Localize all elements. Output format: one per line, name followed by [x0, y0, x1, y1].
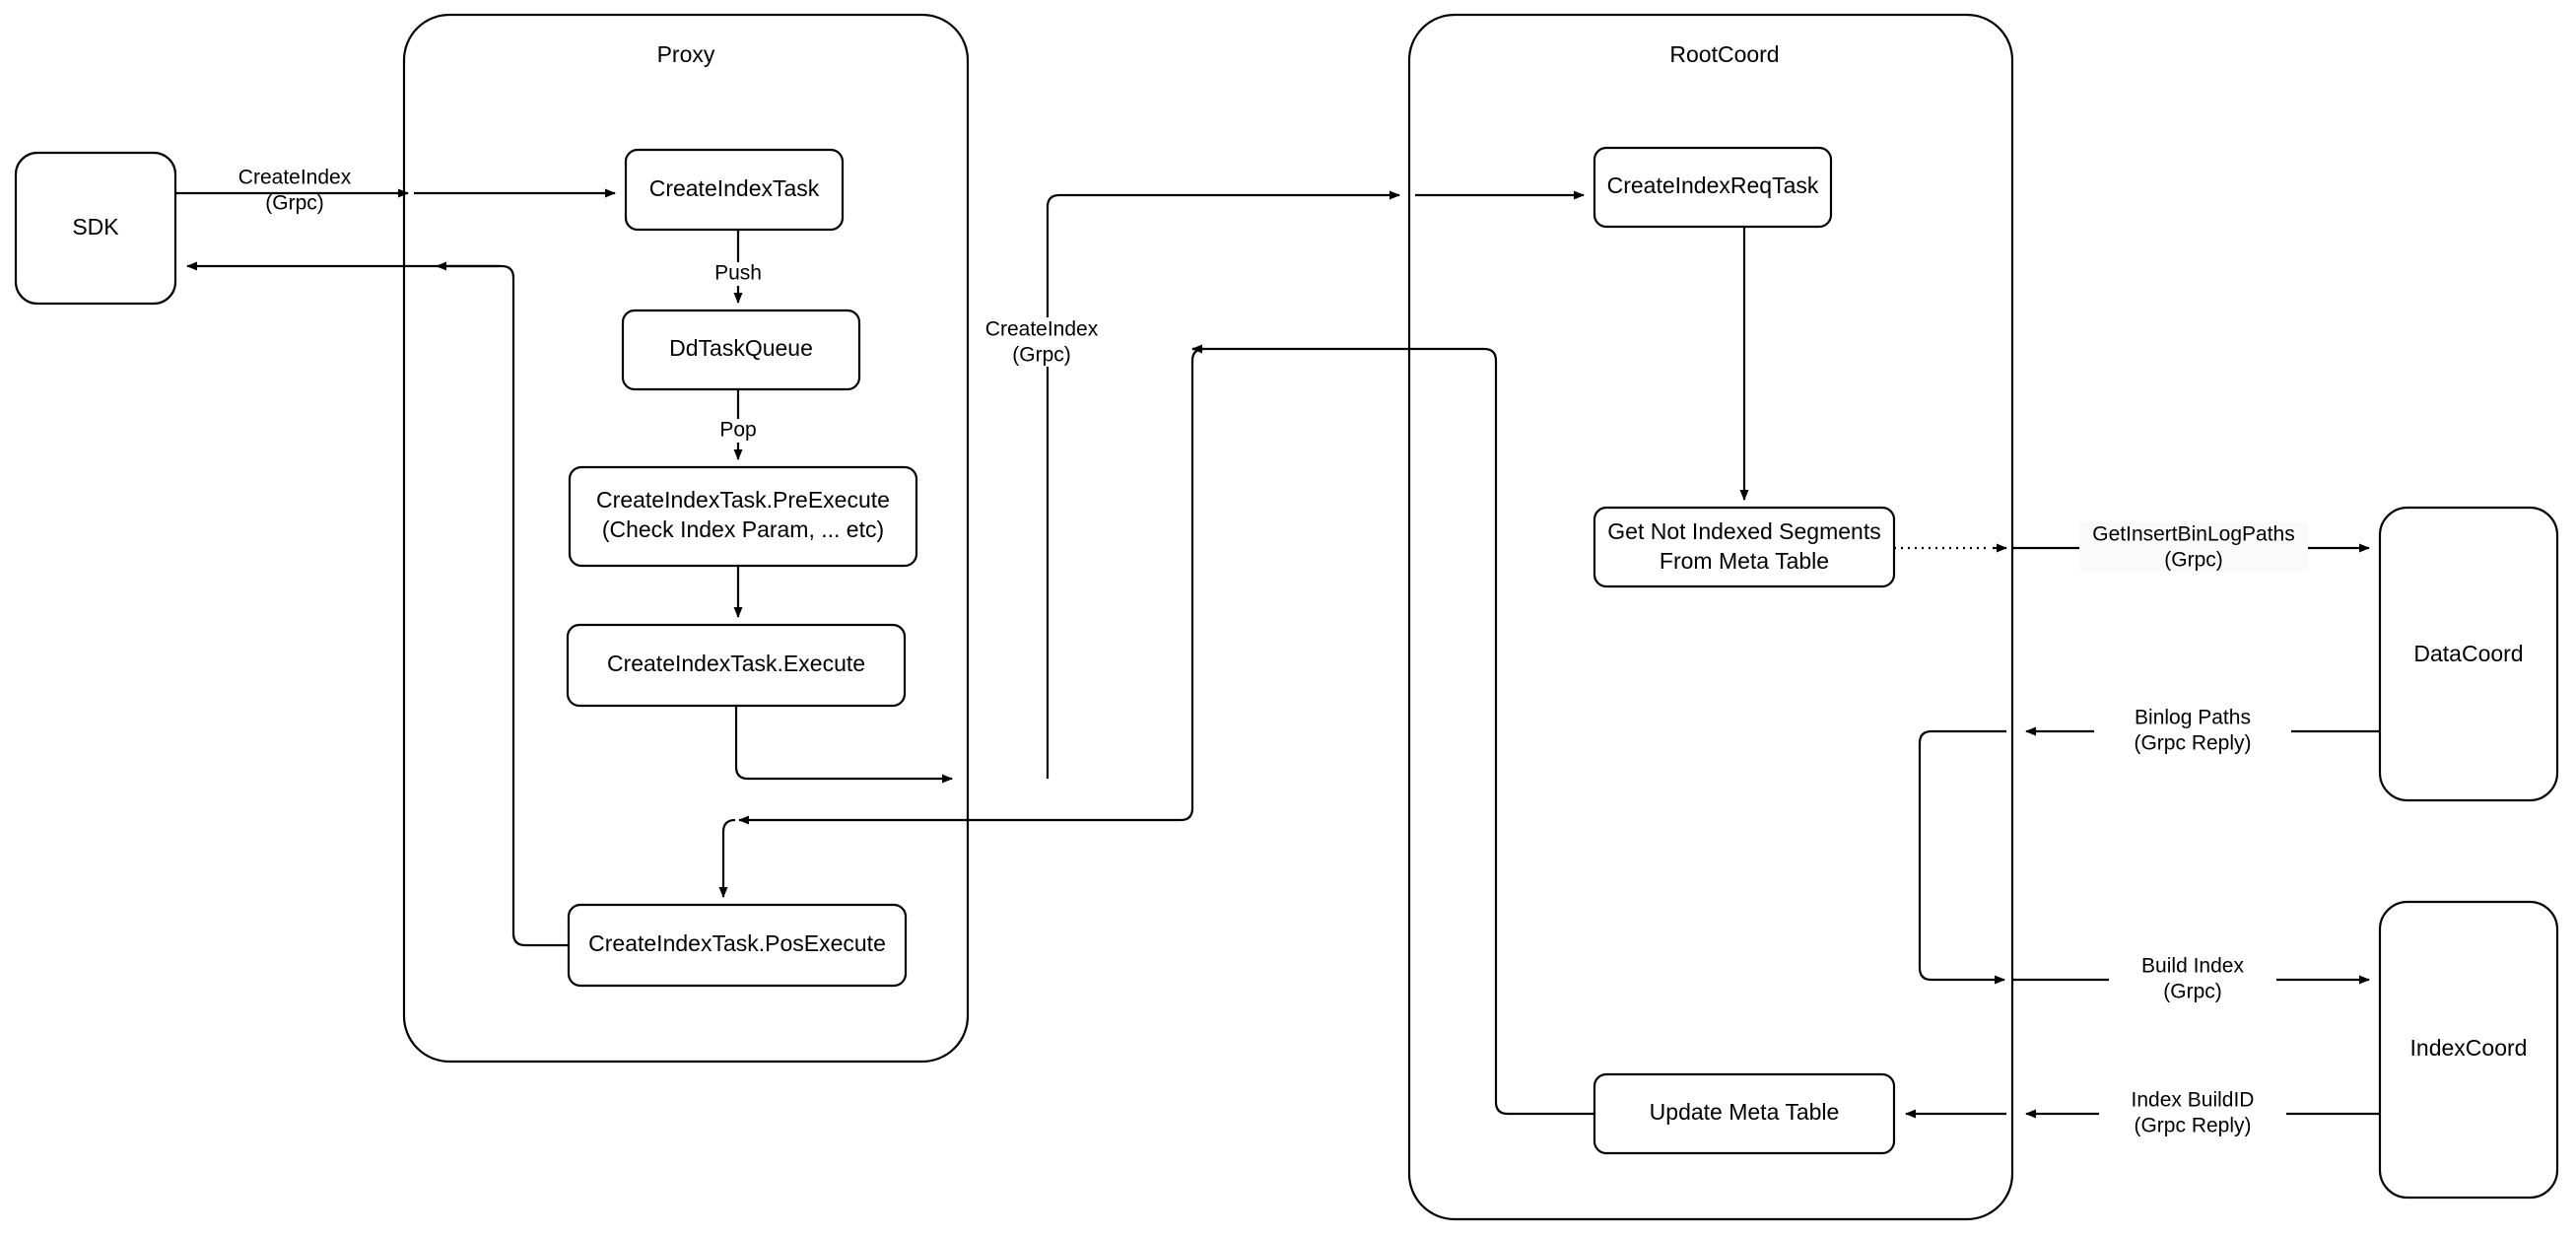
- edge-label-index-buildid: Index BuildID: [2132, 1089, 2255, 1112]
- edge-get-segments-to-datacoord: GetInsertBinLogPaths (Grpc): [1894, 522, 2370, 572]
- label-backdrop: [2109, 954, 2276, 1003]
- create-index-task-box[interactable]: [624, 148, 845, 232]
- edge-label-build-index: Build Index: [2141, 955, 2244, 978]
- pre-execute-label-line1: CreateIndexTask.PreExecute: [596, 487, 890, 513]
- indexcoord-label: IndexCoord: [2410, 1035, 2528, 1061]
- edge-label-create-index-mid-grpc: (Grpc): [1012, 344, 1071, 367]
- edge-up-to-rootcoord: [1046, 190, 1400, 779]
- node-indexcoord[interactable]: IndexCoord: [2378, 900, 2559, 1200]
- node-sdk[interactable]: SDK: [14, 151, 177, 306]
- edge-pos-execute-to-sdk: [186, 261, 569, 947]
- update-meta-table-label: Update Meta Table: [1650, 1099, 1840, 1125]
- edge-return-path-upper: [1191, 344, 1594, 1116]
- edge-into-pos-execute: [718, 818, 736, 898]
- edge-sdk-to-create-index-task: CreateIndex (Grpc): [175, 167, 616, 215]
- datacoord-box[interactable]: [2378, 506, 2559, 802]
- edge-label-build-index-grpc: (Grpc): [2163, 981, 2222, 1003]
- node-create-index-task[interactable]: CreateIndexTask: [624, 148, 845, 232]
- edge-datacoord-binlog-reply: Binlog Paths (Grpc Reply): [1918, 706, 2380, 985]
- datacoord-label: DataCoord: [2413, 641, 2523, 666]
- rootcoord-boundary: [1407, 13, 2014, 1221]
- node-pos-execute[interactable]: CreateIndexTask.PosExecute: [567, 903, 908, 988]
- edge-label-binlog-paths: Binlog Paths: [2135, 707, 2251, 729]
- edge-label-get-insert-binlog-paths-grpc: (Grpc): [2164, 549, 2223, 572]
- pos-execute-label: CreateIndexTask.PosExecute: [588, 930, 886, 956]
- label-backdrop: [709, 419, 768, 443]
- edge-label-create-index: CreateIndex: [238, 167, 352, 189]
- edge-label-get-insert-binlog-paths: GetInsertBinLogPaths: [2092, 523, 2294, 546]
- dd-task-queue-label: DdTaskQueue: [669, 335, 813, 361]
- node-get-not-indexed-segments[interactable]: Get Not Indexed Segments From Meta Table: [1593, 506, 1896, 588]
- create-index-task-label: CreateIndexTask: [649, 175, 820, 201]
- node-update-meta-table[interactable]: Update Meta Table: [1593, 1072, 1896, 1155]
- edge-build-index-to-indexcoord: Build Index (Grpc): [2012, 954, 2370, 1003]
- edge-return-path-lower: [738, 347, 1205, 825]
- edge-dd-task-queue-to-pre-execute: Pop: [709, 389, 768, 460]
- edge-label-create-index-mid: CreateIndex: [985, 318, 1099, 341]
- edge-label-pop: Pop: [719, 419, 756, 442]
- sdk-box[interactable]: [14, 151, 177, 306]
- edge-label-index-buildid-reply: (Grpc Reply): [2134, 1115, 2251, 1137]
- execute-box[interactable]: [566, 623, 907, 708]
- node-pre-execute[interactable]: CreateIndexTask.PreExecute (Check Index …: [568, 465, 918, 568]
- label-backdrop: [971, 317, 1124, 367]
- dd-task-queue-box[interactable]: [621, 309, 861, 391]
- edge-label-binlog-paths-reply: (Grpc Reply): [2134, 732, 2251, 755]
- node-dd-task-queue[interactable]: DdTaskQueue: [621, 309, 861, 391]
- node-datacoord[interactable]: DataCoord: [2378, 506, 2559, 802]
- container-rootcoord: RootCoord: [1407, 13, 2014, 1221]
- edge-label-push: Push: [714, 262, 762, 285]
- label-backdrop: [2099, 1088, 2286, 1137]
- edge-execute-out: [734, 706, 953, 784]
- label-backdrop: [705, 262, 772, 286]
- get-not-indexed-segments-label-line1: Get Not Indexed Segments: [1607, 518, 1880, 544]
- sdk-label: SDK: [72, 214, 119, 240]
- get-not-indexed-segments-label-line2: From Meta Table: [1660, 548, 1829, 574]
- label-backdrop: [2079, 522, 2308, 572]
- node-execute[interactable]: CreateIndexTask.Execute: [566, 623, 907, 708]
- edge-label-create-index-grpc: (Grpc): [265, 192, 324, 215]
- create-index-req-task-label: CreateIndexReqTask: [1607, 172, 1819, 198]
- pre-execute-label-line2: (Check Index Param, ... etc): [602, 516, 884, 542]
- indexcoord-box[interactable]: [2378, 900, 2559, 1200]
- proxy-label: Proxy: [657, 41, 715, 67]
- edge-exit-proxy: [424, 264, 569, 947]
- edge-create-index-task-to-dd-task-queue: Push: [705, 230, 772, 304]
- label-backdrop: [2094, 706, 2291, 755]
- update-meta-table-box[interactable]: [1593, 1072, 1896, 1155]
- edge-indexcoord-to-update-meta: Index BuildID (Grpc Reply): [1905, 1088, 2380, 1137]
- edge-execute-to-create-index-req-task: CreateIndex (Grpc): [734, 190, 1585, 784]
- pos-execute-box[interactable]: [567, 903, 908, 988]
- create-index-req-task-box[interactable]: [1593, 146, 1833, 229]
- rootcoord-label: RootCoord: [1669, 41, 1779, 67]
- edge-internal-route: [1918, 729, 2006, 985]
- execute-label: CreateIndexTask.Execute: [607, 651, 865, 676]
- pre-execute-box[interactable]: [568, 465, 918, 568]
- edge-update-meta-to-pos-execute: [718, 344, 1594, 1116]
- get-not-indexed-segments-box[interactable]: [1593, 506, 1896, 588]
- node-create-index-req-task[interactable]: CreateIndexReqTask: [1593, 146, 1833, 229]
